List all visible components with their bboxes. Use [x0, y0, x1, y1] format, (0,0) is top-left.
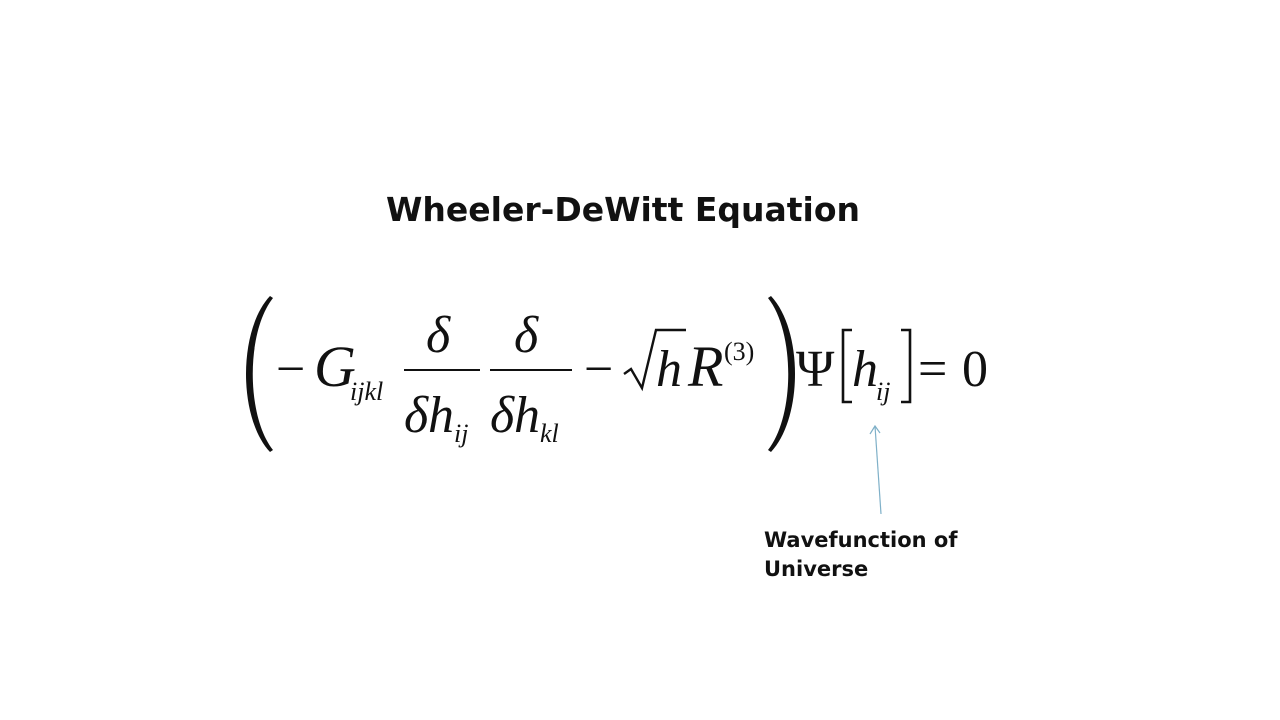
equals-sign: = [918, 341, 947, 398]
frac1-bar [404, 369, 480, 371]
zero: 0 [962, 341, 988, 398]
annotation-label: Wavefunction of Universe [764, 526, 958, 584]
frac2-numerator-delta: δ [514, 307, 539, 364]
frac2-bar [490, 369, 572, 371]
right-bracket [901, 328, 912, 404]
sqrt-sign [623, 328, 686, 392]
psi-argument-subscript: ij [876, 377, 890, 406]
G-subscript: ijkl [350, 377, 383, 406]
annotation-arrow [869, 424, 882, 515]
frac1-denominator-delta: δ [404, 387, 429, 444]
annotation-line-2: Universe [764, 557, 869, 581]
right-paren [768, 296, 795, 452]
psi-symbol: Ψ [796, 341, 835, 398]
page-title: Wheeler-DeWitt Equation [386, 190, 861, 229]
left-paren [246, 296, 273, 452]
R-symbol: R [687, 334, 723, 399]
R-superscript: (3) [724, 337, 754, 366]
frac2-subscript: kl [540, 419, 559, 448]
G-symbol: G [314, 334, 356, 399]
minus-sign: − [276, 341, 305, 398]
left-bracket [841, 328, 852, 404]
frac2-denominator-h: h [514, 387, 540, 444]
frac1-denominator-h: h [428, 387, 454, 444]
frac2-denominator-delta: δ [490, 387, 515, 444]
frac1-subscript: ij [454, 419, 468, 448]
psi-argument-h: h [852, 341, 878, 398]
minus-sign-2: − [584, 341, 613, 398]
frac1-numerator-delta: δ [426, 307, 451, 364]
sqrt-h: h [656, 341, 682, 398]
annotation-line-1: Wavefunction of [764, 528, 958, 552]
